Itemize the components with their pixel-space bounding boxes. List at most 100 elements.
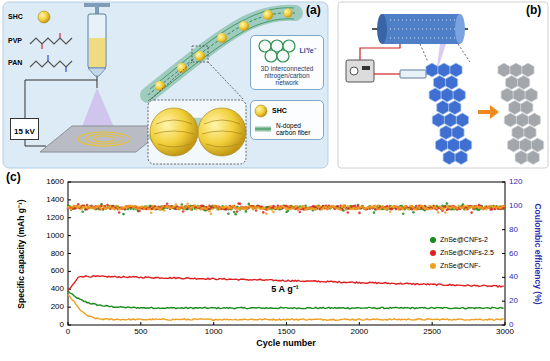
hex-cell (436, 138, 448, 152)
coulombic-efficiency-point (210, 213, 213, 216)
coulombic-efficiency-point (339, 209, 342, 212)
axis-title: Coulombic efficiency (%) (532, 203, 541, 304)
tick-label: 800 (51, 249, 64, 258)
coulombic-efficiency-point (387, 206, 390, 209)
coulombic-efficiency-point (68, 205, 71, 208)
hex-cell (426, 63, 438, 77)
coulombic-efficiency-point (194, 204, 197, 207)
coulombic-efficiency-point (376, 207, 379, 210)
tick-label: 0 (60, 321, 64, 330)
electrospinning-jet (86, 134, 122, 144)
fiber-column (426, 63, 544, 165)
power-supply (458, 44, 470, 62)
coulombic-efficiency-point (303, 206, 306, 209)
coulombic-efficiency-point (377, 205, 380, 208)
coulombic-efficiency-point (175, 203, 178, 206)
coulombic-efficiency-point (271, 208, 274, 211)
coulombic-efficiency-point (435, 207, 438, 210)
hex-cell (434, 76, 446, 90)
legend-swatch (430, 237, 436, 243)
key-text: SHC (272, 107, 287, 115)
tick-label: 20 (509, 297, 518, 306)
panel-a-background (3, 2, 328, 168)
tick-label: 2000 (350, 328, 368, 337)
hex-cell (443, 151, 455, 165)
coulombic-efficiency-point (456, 207, 459, 210)
rotating-drum (455, 14, 465, 44)
coulombic-efficiency-point (262, 211, 265, 214)
coulombic-efficiency-point (188, 205, 191, 208)
coulombic-efficiency-point (185, 206, 188, 209)
coulombic-efficiency-point (234, 213, 237, 216)
rotating-drum (390, 29, 455, 30)
hex-cell (513, 88, 525, 102)
hex-cell (444, 113, 456, 127)
panel-b-background (338, 2, 548, 168)
right-y-tick (502, 182, 505, 183)
left-y-tick (68, 271, 71, 272)
network-box: Li⁺/e⁻3D interconnected nitrogen/carbon … (250, 35, 324, 90)
coulombic-efficiency-point (79, 205, 82, 208)
coulombic-efficiency-point (427, 208, 430, 211)
coulombic-efficiency-point (418, 207, 421, 210)
syringe (96, 76, 97, 88)
high-voltage-wire (25, 80, 97, 118)
left-y-tick (68, 235, 71, 236)
hex-cell (450, 63, 462, 77)
tick-label: 600 (51, 267, 64, 276)
coulombic-efficiency-point (217, 205, 220, 208)
coulombic-efficiency-point (344, 206, 347, 209)
coulombic-efficiency-point (348, 205, 351, 208)
coulombic-efficiency-point (402, 208, 405, 211)
power-supply (374, 73, 400, 74)
carbon-fiber-band (155, 81, 165, 91)
zoom-inset (154, 120, 194, 147)
legend-row: ZnSe@CNF- (428, 262, 483, 269)
hex-cell (509, 101, 521, 115)
coulombic-efficiency-point (347, 211, 350, 214)
hex-cell (527, 151, 539, 165)
coulombic-efficiency-point (428, 205, 431, 208)
right-y-tick (502, 277, 505, 278)
hex-cell (501, 88, 513, 102)
coulombic-efficiency-point (466, 205, 469, 208)
rotating-drum (372, 14, 468, 44)
zoom-inset (198, 108, 246, 156)
hex-cell (515, 151, 527, 165)
hex-cell (532, 138, 544, 152)
coulombic-efficiency-point (296, 205, 299, 208)
tick-label: 1000 (205, 328, 223, 337)
coulombic-efficiency-point (207, 206, 210, 209)
coulombic-efficiency-point (463, 205, 466, 208)
zoom-inset (150, 108, 198, 156)
coulombic-efficiency-point (166, 203, 169, 206)
coulombic-efficiency-point (446, 202, 449, 205)
tick-label: 0 (66, 328, 70, 337)
tick-label: 500 (134, 328, 147, 337)
zoom-inset (202, 120, 242, 147)
rotating-drum (390, 38, 455, 39)
hex-cell (449, 101, 461, 115)
tick-label: 80 (509, 225, 518, 234)
coulombic-efficiency-point (373, 211, 376, 214)
tick-label: 2500 (423, 328, 441, 337)
hex-cell (525, 88, 537, 102)
coulombic-efficiency-point (271, 207, 274, 210)
tick-label: 400 (51, 285, 64, 294)
left-y-tick (68, 182, 71, 183)
x-tick (505, 322, 506, 325)
coulombic-efficiency-point (183, 208, 186, 211)
coulombic-efficiency-point (122, 213, 125, 216)
hex-cell (437, 101, 449, 115)
x-tick (432, 322, 433, 325)
coulombic-efficiency-point (299, 211, 302, 214)
zoom-inset (208, 62, 244, 100)
coulombic-efficiency-point (227, 212, 230, 215)
coulombic-efficiency-point (186, 202, 189, 205)
coulombic-efficiency-point (146, 205, 149, 208)
precursor-label: PVP (8, 37, 22, 45)
coulombic-efficiency-point (272, 211, 275, 214)
coulombic-efficiency-point (415, 208, 418, 211)
coulombic-efficiency-point (269, 205, 272, 208)
network-caption: 3D interconnected nitrogen/carbon networ… (254, 65, 320, 86)
